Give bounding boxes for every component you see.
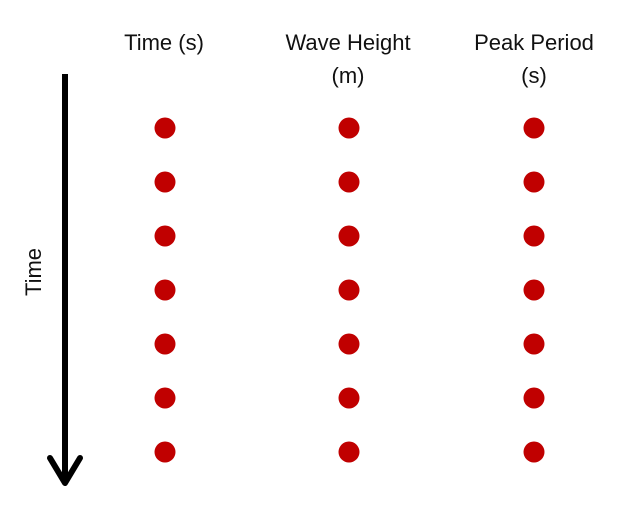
column-header-wave-height-line2: (m) [331,63,365,88]
column-header-wave-height-line1: Wave Height [285,30,411,55]
data-point-wave-height-2 [338,171,360,193]
column-header-peak-period: Peak Period (s) [439,26,629,92]
time-arrow-head [47,455,83,486]
data-point-wave-height-5 [338,333,360,355]
data-point-time-1 [154,117,176,139]
column-header-time-line1: Time (s) [124,30,204,55]
data-point-peak-period-1 [523,117,545,139]
data-point-time-2 [154,171,176,193]
data-point-wave-height-3 [338,225,360,247]
data-point-time-3 [154,225,176,247]
column-header-time: Time (s) [69,26,259,59]
data-point-peak-period-4 [523,279,545,301]
data-point-time-4 [154,279,176,301]
data-point-peak-period-6 [523,387,545,409]
data-points [154,117,545,463]
data-point-time-5 [154,333,176,355]
data-point-peak-period-7 [523,441,545,463]
data-point-wave-height-7 [338,441,360,463]
data-point-peak-period-5 [523,333,545,355]
column-header-wave-height: Wave Height (m) [253,26,443,92]
data-point-peak-period-3 [523,225,545,247]
data-point-wave-height-6 [338,387,360,409]
column-header-peak-period-line2: (s) [521,63,547,88]
data-point-wave-height-1 [338,117,360,139]
data-point-wave-height-4 [338,279,360,301]
time-arrow [47,74,83,486]
data-point-time-7 [154,441,176,463]
data-point-time-6 [154,387,176,409]
data-point-peak-period-2 [523,171,545,193]
column-header-peak-period-line1: Peak Period [474,30,594,55]
